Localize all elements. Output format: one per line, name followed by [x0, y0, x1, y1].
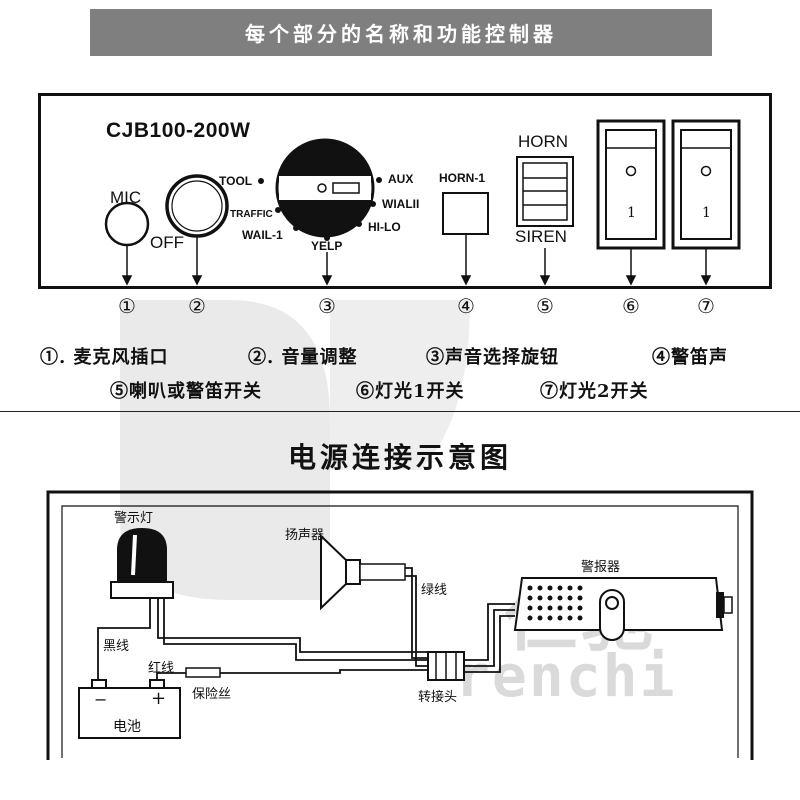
black-wire-label: 黑线 [103, 639, 130, 654]
volume-knob [165, 174, 229, 238]
red-wire-label: 红线 [148, 661, 175, 676]
light2-switch [671, 119, 741, 250]
legend-item-5: ⑤喇叭或警笛开关 [110, 381, 262, 402]
alarm-unit-icon [513, 577, 733, 641]
legend-item-6: ⑥灯光1开关 [356, 381, 465, 402]
callout-4: ④ [457, 294, 475, 318]
callout-7: ⑦ [697, 294, 715, 318]
warning-light-icon [110, 528, 174, 599]
knob-label-hilo: HI-LO [368, 220, 401, 234]
legend-item-7: ⑦灯光2开关 [540, 381, 649, 402]
speaker-label: 扬声器 [285, 528, 325, 543]
page-title-banner: 每个部分的名称和功能控制器 [90, 9, 712, 56]
legend-item-4: ④警笛声 [652, 347, 728, 368]
control-panel-drawing [104, 119, 741, 286]
legend-item-3: ③声音选择旋钮 [426, 347, 559, 368]
battery-icon [78, 679, 181, 739]
horn1-button [442, 192, 489, 235]
section-divider [0, 411, 800, 412]
alarm-label: 警报器 [581, 560, 621, 575]
adapter-connector-icon [427, 651, 465, 681]
knob-label-traffic: TRAFFIC [230, 209, 273, 220]
callout-5: ⑤ [536, 294, 554, 318]
callout-6: ⑥ [622, 294, 640, 318]
model-number: CJB100-200W [106, 119, 251, 142]
horn1-label: HORN-1 [439, 171, 486, 185]
selector-knob [275, 138, 375, 238]
light1-switch-mark: 1 [627, 205, 636, 221]
mic-label: MIC [110, 188, 142, 207]
knob-label-yelp: YELP [311, 239, 343, 253]
callout-2: ② [188, 294, 206, 318]
warning-light-label: 警示灯 [114, 511, 154, 526]
fuse-label: 保险丝 [192, 687, 232, 702]
speaker-icon [320, 533, 406, 611]
horn-label: HORN [518, 132, 569, 151]
watermark-brand-en: renchi [455, 642, 677, 710]
light1-switch [596, 119, 666, 250]
legend-item-1: ①. 麦克风插口 [40, 347, 169, 368]
battery-plus-label: + [151, 688, 167, 709]
knob-label-wail1: WAIL-1 [242, 228, 283, 242]
knob-label-aux: AUX [388, 172, 414, 186]
wiring-diagram-title: 电源连接示意图 [287, 441, 512, 474]
horn-siren-switch [516, 156, 574, 227]
off-label: OFF [150, 233, 184, 252]
green-wire-label: 绿线 [421, 583, 448, 598]
wiring-diagram-drawing [46, 490, 754, 760]
light2-switch-mark: 1 [702, 205, 711, 221]
fuse-icon [185, 667, 221, 678]
siren-label: SIREN [515, 227, 567, 246]
callout-3: ③ [318, 294, 336, 318]
legend-item-2: ②. 音量调整 [248, 347, 358, 368]
callout-1: ① [118, 294, 136, 318]
battery-label: 电池 [113, 719, 141, 735]
adapter-label: 转接头 [418, 690, 458, 705]
knob-label-wialii: WIALII [382, 197, 420, 211]
battery-minus-label: − [94, 690, 108, 709]
knob-label-tool: TOOL [219, 174, 253, 188]
mic-jack [104, 201, 150, 247]
